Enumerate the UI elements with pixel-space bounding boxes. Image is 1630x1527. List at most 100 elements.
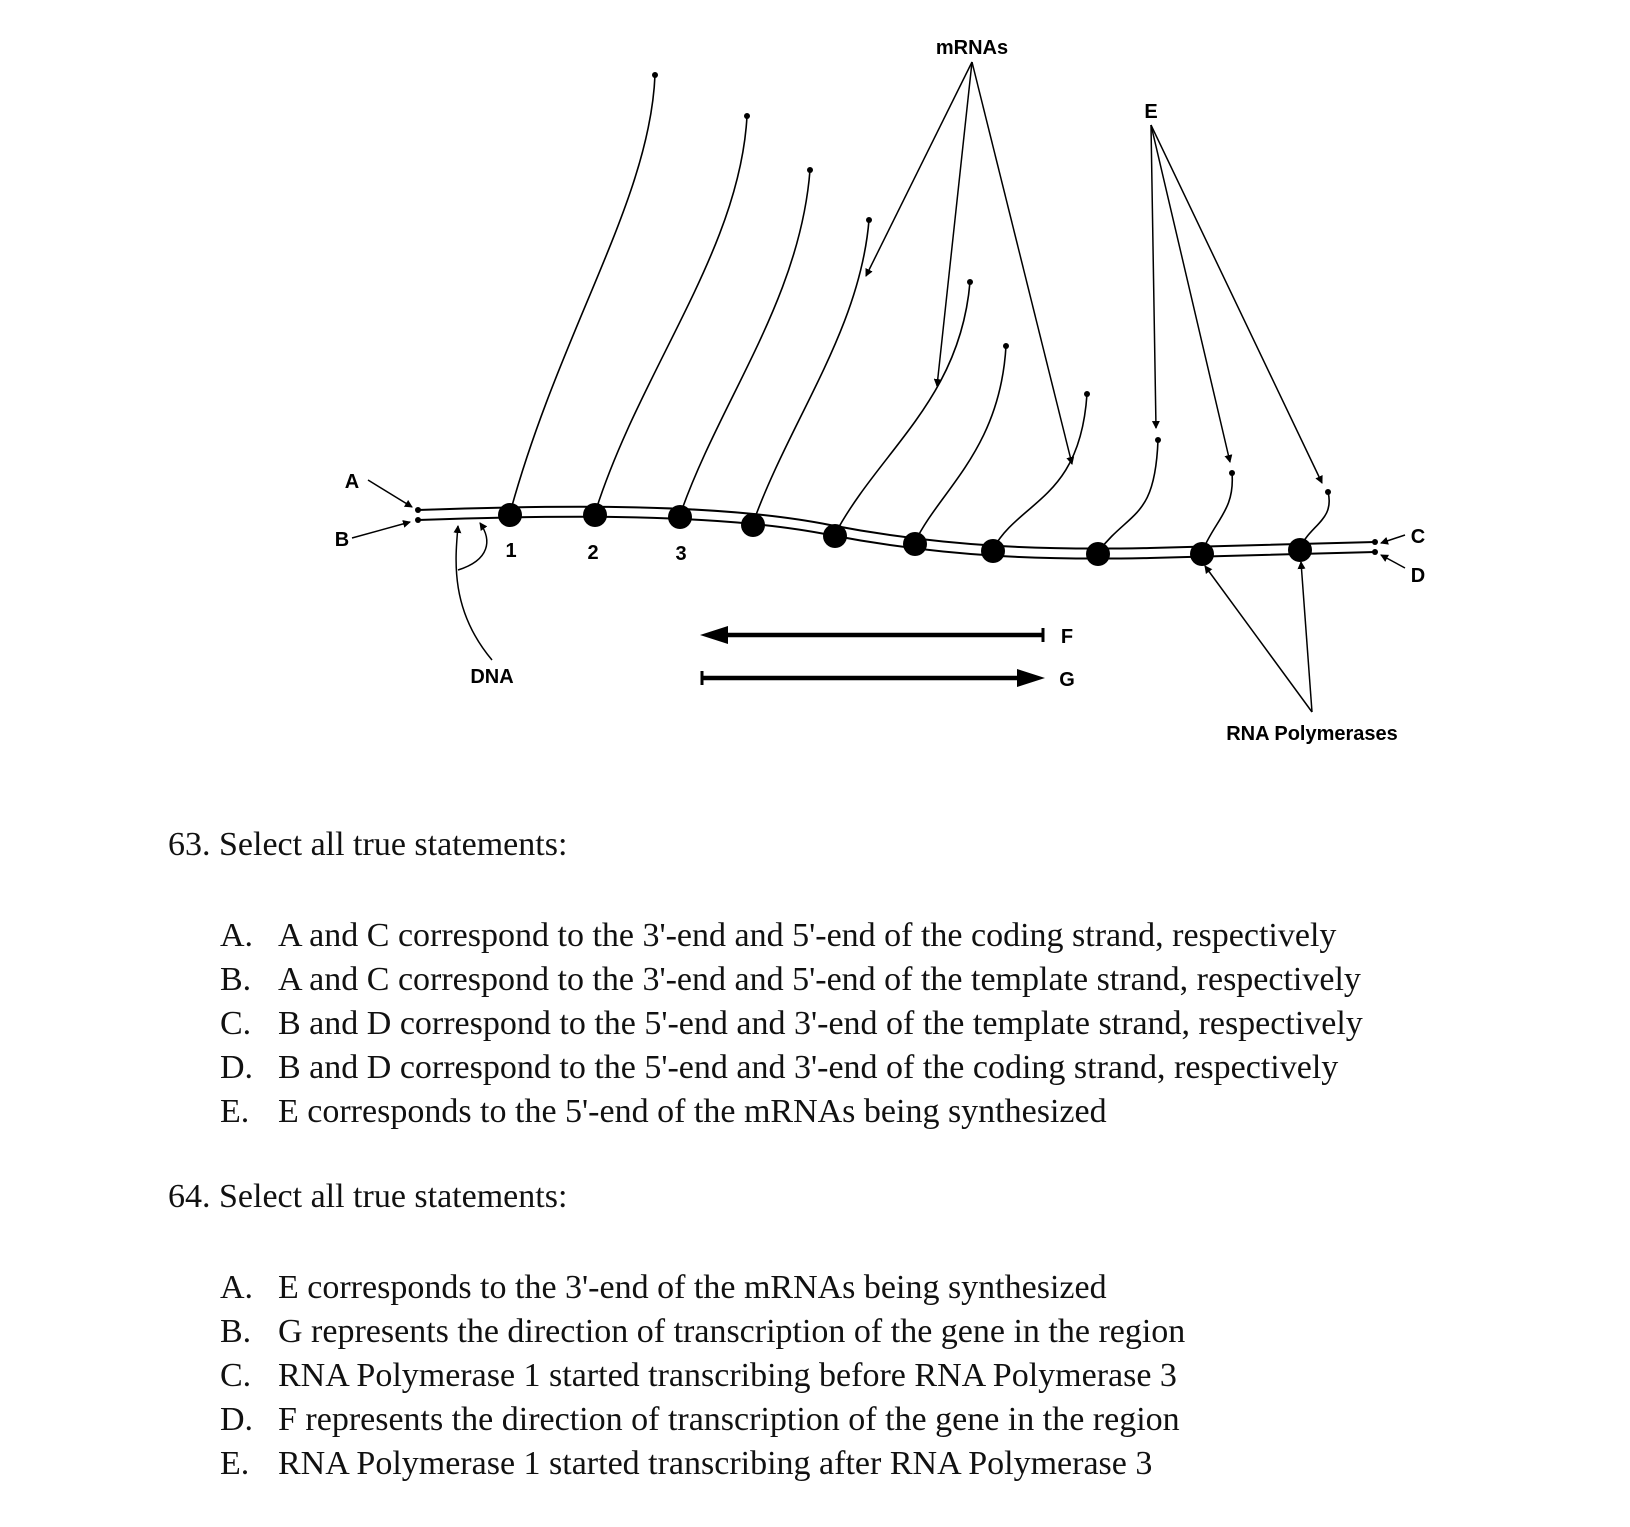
mrna-end-dots — [652, 72, 1331, 495]
option-text: F represents the direction of transcript… — [278, 1401, 1180, 1438]
option-letter: E. — [220, 1090, 278, 1134]
option-a[interactable]: A.A and C correspond to the 3'-end and 5… — [220, 914, 1363, 958]
mrna-end-dot — [967, 279, 973, 285]
option-text: E corresponds to the 5'-end of the mRNAs… — [278, 1093, 1107, 1130]
label-c: C — [1411, 526, 1425, 548]
rna-polymerase — [1288, 538, 1312, 562]
option-b[interactable]: B.G represents the direction of transcri… — [220, 1310, 1185, 1354]
label-b: B — [335, 529, 349, 551]
mrna-strand — [680, 170, 810, 515]
option-text: E corresponds to the 3'-end of the mRNAs… — [278, 1269, 1107, 1306]
rna-polymerase-2 — [583, 503, 607, 527]
label-rna-polymerases: RNA Polymerases — [1226, 723, 1398, 745]
label-pol-2: 2 — [587, 542, 598, 564]
strand-end-a — [415, 507, 421, 513]
rna-polymerase — [1086, 542, 1110, 566]
option-text: A and C correspond to the 3'-end and 5'-… — [278, 961, 1361, 998]
label-g: G — [1059, 669, 1075, 691]
option-c[interactable]: C.B and D correspond to the 5'-end and 3… — [220, 1002, 1363, 1046]
rna-polymerase — [823, 524, 847, 548]
option-text: RNA Polymerase 1 started transcribing be… — [278, 1357, 1177, 1394]
mrna-strand — [753, 220, 869, 523]
a-pointer — [368, 480, 412, 507]
rna-polymerases-pointer — [1205, 566, 1312, 712]
option-letter: B. — [220, 1310, 278, 1354]
option-letter: C. — [220, 1354, 278, 1398]
option-text: A and C correspond to the 3'-end and 5'-… — [278, 917, 1336, 954]
pointer-lines — [352, 62, 1405, 712]
option-list: A.A and C correspond to the 3'-end and 5… — [220, 914, 1363, 1134]
label-d: D — [1411, 565, 1425, 587]
mrna-end-dot — [1084, 391, 1090, 397]
c-pointer — [1381, 535, 1405, 543]
strand-end-c — [1372, 539, 1378, 545]
mrna-end-dot — [1003, 343, 1009, 349]
e-pointer — [1151, 125, 1156, 428]
mrnas-pointer — [972, 62, 1072, 464]
strand-end-b — [415, 517, 421, 523]
rna-polymerase — [903, 532, 927, 556]
mrna-end-dot — [1155, 437, 1161, 443]
rna-polymerase-1 — [498, 503, 522, 527]
arrow-f-head — [700, 626, 728, 644]
mrna-end-dot — [866, 217, 872, 223]
label-pol-1: 1 — [505, 540, 516, 562]
mrna-strands — [510, 75, 1329, 552]
option-letter: D. — [220, 1398, 278, 1442]
option-text: B and D correspond to the 5'-end and 3'-… — [278, 1005, 1363, 1042]
direction-arrows — [702, 628, 1043, 685]
option-list: A.E corresponds to the 3'-end of the mRN… — [220, 1266, 1185, 1486]
mrna-strand — [915, 346, 1006, 542]
strand-end-d — [1372, 549, 1378, 555]
option-letter: D. — [220, 1046, 278, 1090]
d-pointer — [1381, 555, 1405, 568]
mrnas-pointer — [937, 62, 972, 386]
option-c[interactable]: C.RNA Polymerase 1 started transcribing … — [220, 1354, 1185, 1398]
rna-polymerase — [741, 513, 765, 537]
dna-strand-bottom — [418, 517, 1375, 559]
mrna-end-dot — [1229, 470, 1235, 476]
dna-brace-pointer — [458, 523, 487, 570]
mrna-strand — [595, 116, 747, 513]
mrna-strand — [1098, 440, 1158, 552]
rna-polymerase — [1190, 542, 1214, 566]
rna-polymerases-pointer — [1301, 562, 1312, 712]
option-letter: C. — [220, 1002, 278, 1046]
arrow-g-head — [1017, 669, 1045, 687]
option-text: G represents the direction of transcript… — [278, 1313, 1185, 1350]
transcription-diagram: mRNAs E A B C D 1 2 3 F G DNA RNA Polyme… — [0, 0, 1630, 780]
mrna-end-dot — [744, 113, 750, 119]
option-text: RNA Polymerase 1 started transcribing af… — [278, 1445, 1152, 1482]
option-letter: A. — [220, 914, 278, 958]
mrna-strand — [1202, 473, 1232, 552]
mrna-end-dot — [807, 167, 813, 173]
option-d[interactable]: D.B and D correspond to the 5'-end and 3… — [220, 1046, 1363, 1090]
option-d[interactable]: D.F represents the direction of transcri… — [220, 1398, 1185, 1442]
label-pol-3: 3 — [675, 543, 686, 565]
label-a: A — [345, 471, 359, 493]
rna-polymerase-3 — [668, 505, 692, 529]
option-e[interactable]: E.E corresponds to the 5'-end of the mRN… — [220, 1090, 1363, 1134]
option-a[interactable]: A.E corresponds to the 3'-end of the mRN… — [220, 1266, 1185, 1310]
option-letter: A. — [220, 1266, 278, 1310]
mrna-strand — [510, 75, 655, 513]
mrna-end-dot — [652, 72, 658, 78]
option-letter: E. — [220, 1442, 278, 1486]
option-text: B and D correspond to the 5'-end and 3'-… — [278, 1049, 1338, 1086]
question-title: 64. Select all true statements: — [168, 1178, 567, 1216]
mrna-strand — [993, 394, 1087, 549]
mrnas-pointer — [866, 62, 972, 276]
option-e[interactable]: E.RNA Polymerase 1 started transcribing … — [220, 1442, 1185, 1486]
option-letter: B. — [220, 958, 278, 1002]
e-pointer — [1151, 125, 1230, 462]
option-b[interactable]: B.A and C correspond to the 3'-end and 5… — [220, 958, 1363, 1002]
label-e: E — [1144, 101, 1157, 123]
mrna-strand — [835, 282, 970, 534]
label-dna: DNA — [470, 666, 513, 688]
dna-strand-end-dots — [415, 507, 1378, 555]
label-f: F — [1061, 626, 1073, 648]
rna-polymerase — [981, 539, 1005, 563]
b-pointer — [352, 522, 410, 538]
question-title: 63. Select all true statements: — [168, 826, 567, 864]
e-pointer — [1151, 125, 1322, 483]
